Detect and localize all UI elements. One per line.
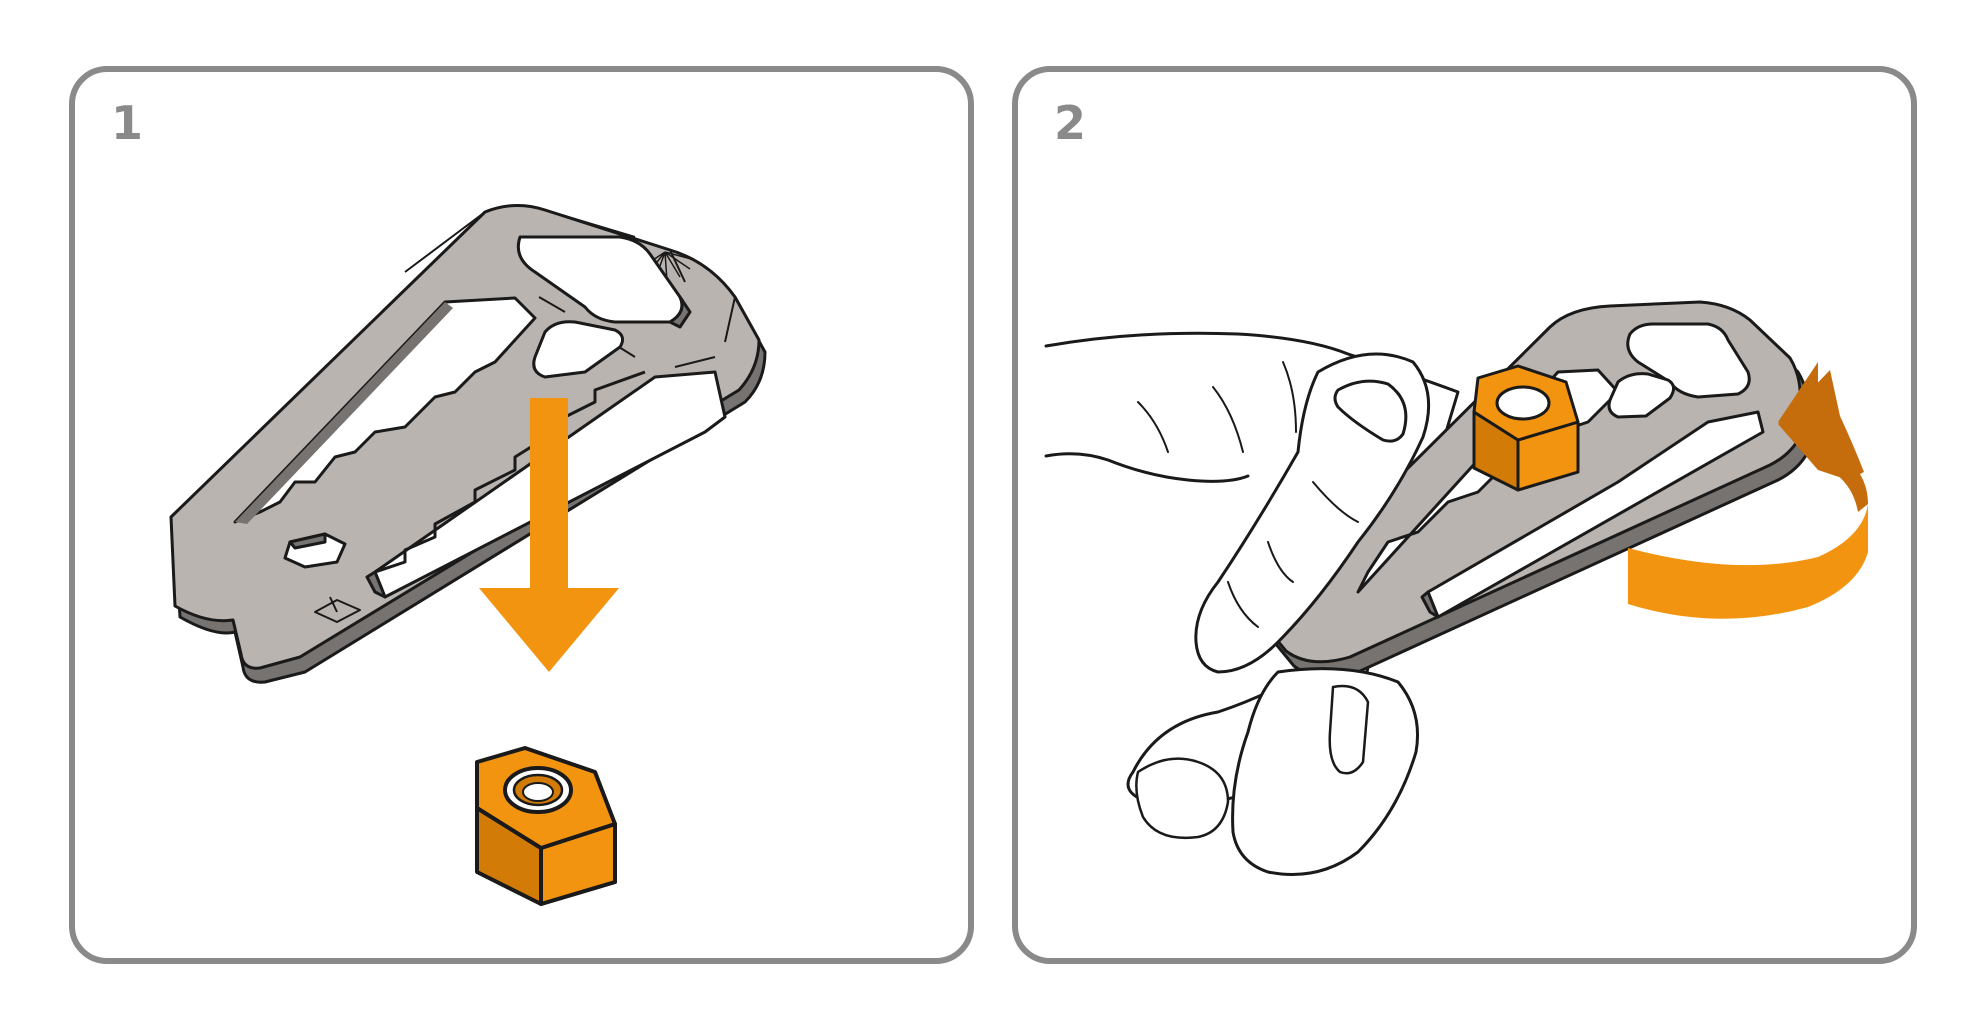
rotate-arrow-icon [1628,362,1868,619]
step-1-illustration [169,204,767,906]
finger-icon [1135,667,1420,876]
step-1-number: 1 [111,96,145,150]
hex-nut-icon [1472,364,1580,492]
thumb-icon [1194,352,1431,674]
down-arrow-icon [479,398,619,672]
step-2-number: 2 [1054,96,1088,150]
hex-nut-icon [475,746,617,906]
step-1-panel: 1 [69,66,974,964]
multi-tool-icon [169,204,767,684]
step-2-panel: 2 [1012,66,1917,964]
step-2-illustration [1044,300,1868,876]
